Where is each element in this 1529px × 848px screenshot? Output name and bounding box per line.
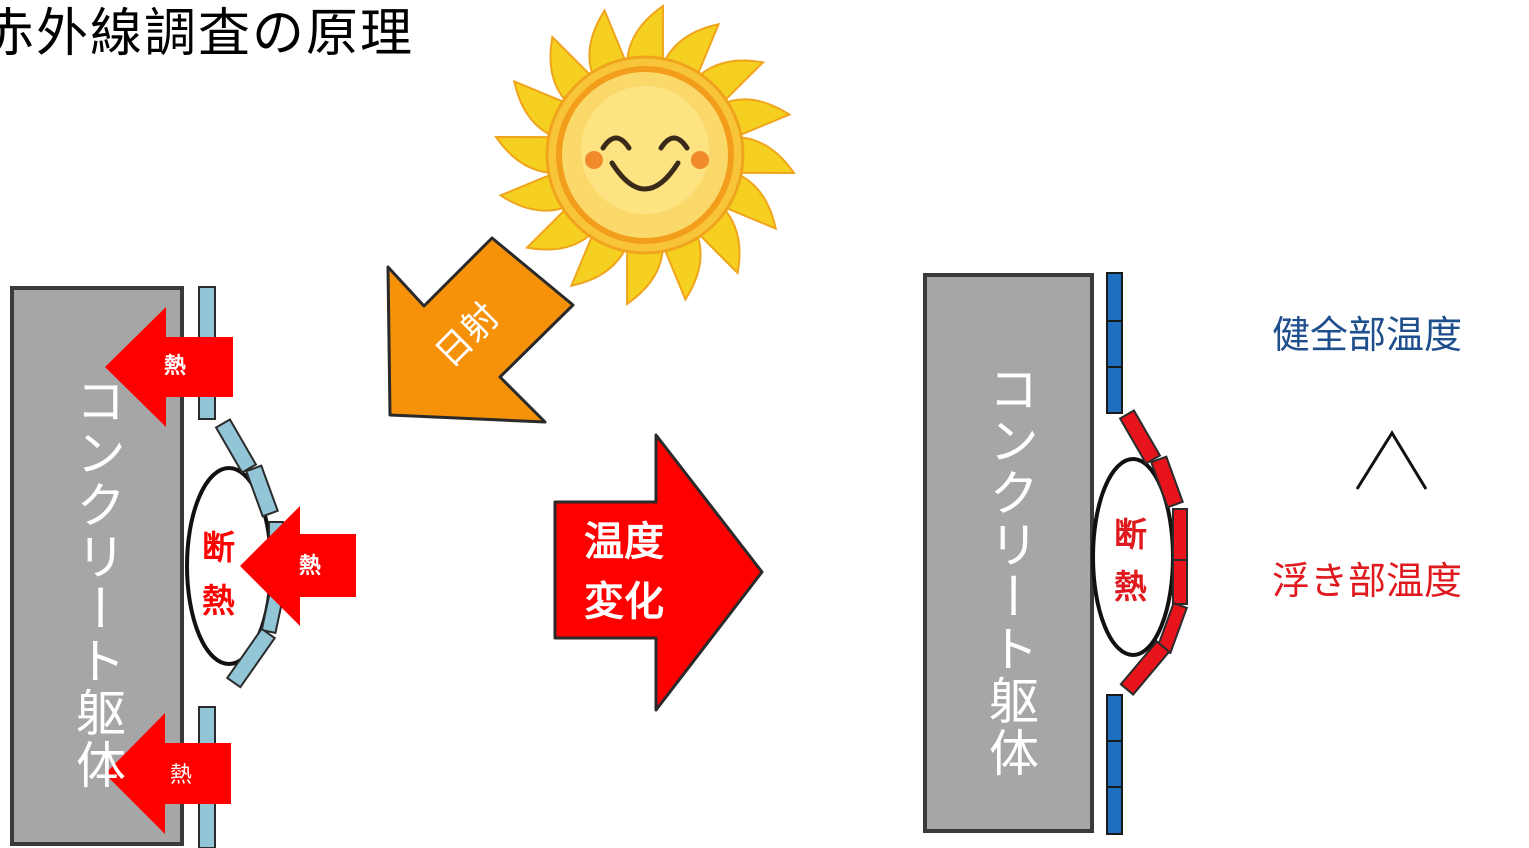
heat-arrow-icon bbox=[105, 307, 233, 427]
sound-tile bbox=[1106, 694, 1123, 742]
sound-tile bbox=[1106, 786, 1123, 835]
sun-mouth bbox=[609, 160, 681, 192]
hot-tile bbox=[1149, 455, 1185, 509]
change-arrow-label-1: 温度 bbox=[584, 519, 664, 565]
sound-tile bbox=[1106, 320, 1123, 368]
comparison-symbol-shape bbox=[1355, 430, 1428, 490]
right-insulation-label-2: 熱 bbox=[1114, 567, 1147, 606]
sun-eye-right bbox=[658, 135, 690, 151]
right-sound-tiles bbox=[1106, 272, 1123, 835]
sun-cheek-right bbox=[691, 151, 709, 169]
sun-icon bbox=[494, 4, 796, 306]
right-concrete-wall bbox=[923, 273, 1094, 833]
hot-tile bbox=[1172, 559, 1188, 605]
left-float-tile bbox=[225, 627, 277, 689]
right-wall-panel bbox=[923, 272, 1189, 835]
sound-tile bbox=[1106, 366, 1123, 414]
hot-tile bbox=[1119, 639, 1171, 697]
left-wall-panel bbox=[10, 286, 356, 848]
hot-tile bbox=[1172, 508, 1188, 562]
change-arrow-label-2: 変化 bbox=[584, 579, 664, 625]
sun-cheek-left bbox=[585, 151, 603, 169]
left-wall-label: コンクリート躯体 bbox=[68, 375, 126, 791]
heat-label-top: 熱 bbox=[164, 354, 187, 379]
sun-highlight bbox=[581, 86, 709, 214]
solar-radiation-arrow bbox=[386, 236, 575, 424]
right-insulation-label-1: 断 bbox=[1114, 515, 1147, 554]
left-insulation-label-1: 断 bbox=[202, 528, 235, 567]
heat-label-bottom: 熱 bbox=[170, 763, 193, 788]
right-wall-label: コンクリート躯体 bbox=[981, 363, 1039, 779]
left-float-tile bbox=[244, 464, 280, 518]
sound-tile bbox=[1106, 272, 1123, 322]
heat-arrow-icon bbox=[240, 506, 356, 626]
page-title: 赤外線調査の原理 bbox=[0, 4, 415, 64]
comparison-symbol: ＞ bbox=[1376, 445, 1377, 446]
heat-arrow-icon bbox=[105, 713, 231, 834]
temperature-change-arrow bbox=[553, 433, 764, 712]
sound-temperature-label: 健全部温度 bbox=[1272, 313, 1463, 357]
hot-tile bbox=[1118, 409, 1162, 465]
left-insulation-label-2: 熱 bbox=[202, 581, 235, 620]
float-temperature-label: 浮き部温度 bbox=[1272, 559, 1463, 603]
sun-eye-left bbox=[600, 135, 632, 151]
sound-tile bbox=[1106, 740, 1123, 788]
right-floating-tiles bbox=[1118, 409, 1189, 697]
heat-label-middle: 熱 bbox=[299, 554, 322, 579]
left-float-tile bbox=[214, 418, 258, 474]
